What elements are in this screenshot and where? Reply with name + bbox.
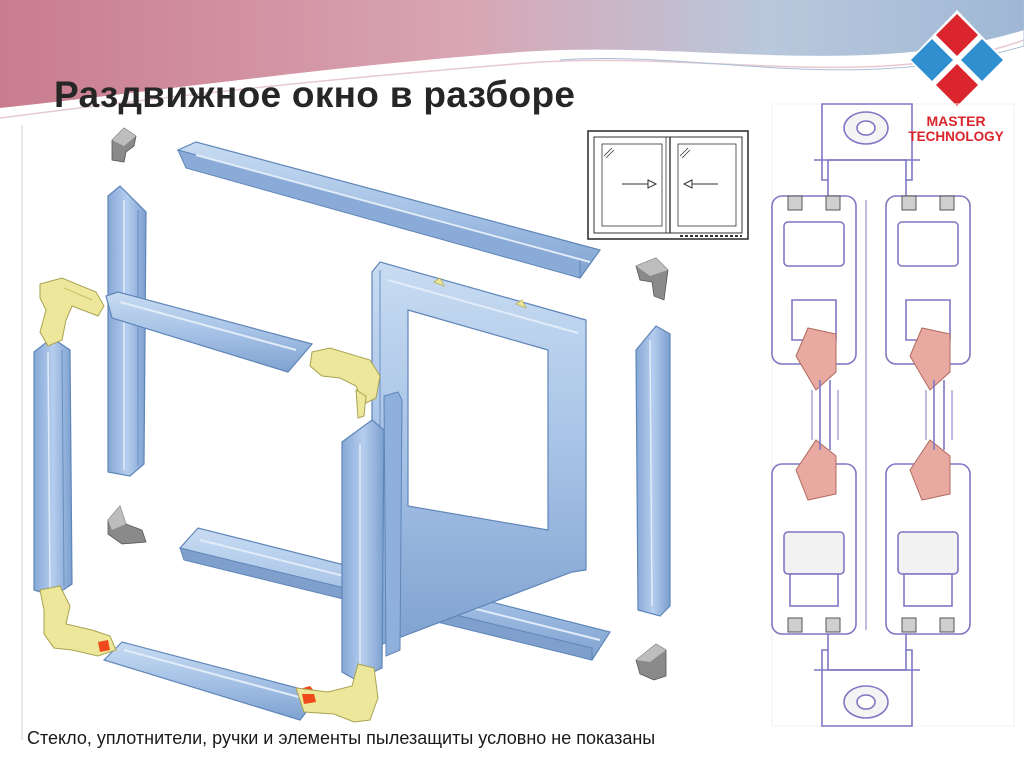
corner-connector-top-left <box>111 127 137 163</box>
left-sash-top-rail <box>105 291 314 373</box>
corner-key-left-top <box>39 277 105 347</box>
left-sash-stile <box>33 337 73 597</box>
corner-key-middle-top <box>309 347 381 419</box>
header-decoration <box>0 0 1024 119</box>
corner-connector-top-right <box>635 257 669 301</box>
logo-diamond-icon <box>909 10 1005 110</box>
slide-right-arrow-icon <box>622 179 658 189</box>
corner-connector-bottom-right <box>635 643 667 681</box>
profile-cross-section <box>771 103 1015 727</box>
right-sash-section <box>885 195 971 635</box>
window-elevation-sketch <box>587 130 749 240</box>
top-frame-profile <box>176 141 601 279</box>
middle-sash-stile <box>341 391 403 681</box>
slide-left-arrow-icon <box>682 179 718 189</box>
slide-caption: Стекло, уплотнители, ручки и элементы пы… <box>27 728 656 748</box>
corner-key-middle-bottom <box>295 663 379 723</box>
slide-title: Раздвижное окно в разборе <box>54 74 576 115</box>
corner-key-left-bottom <box>39 585 117 657</box>
brand-logo-line2: TECHNOLOGY <box>908 129 1004 144</box>
left-sash-section <box>771 195 857 635</box>
left-frame-profile <box>107 185 147 477</box>
right-sash-frame <box>371 261 587 649</box>
brand-logo-line1: MASTER <box>926 113 986 129</box>
brand-logo-text: MASTER TECHNOLOGY <box>888 113 1024 145</box>
corner-connector-bottom-left <box>107 505 147 545</box>
right-frame-profile <box>635 325 671 617</box>
sash-bottom-rail <box>102 641 322 721</box>
exploded-window-drawing <box>33 127 671 723</box>
